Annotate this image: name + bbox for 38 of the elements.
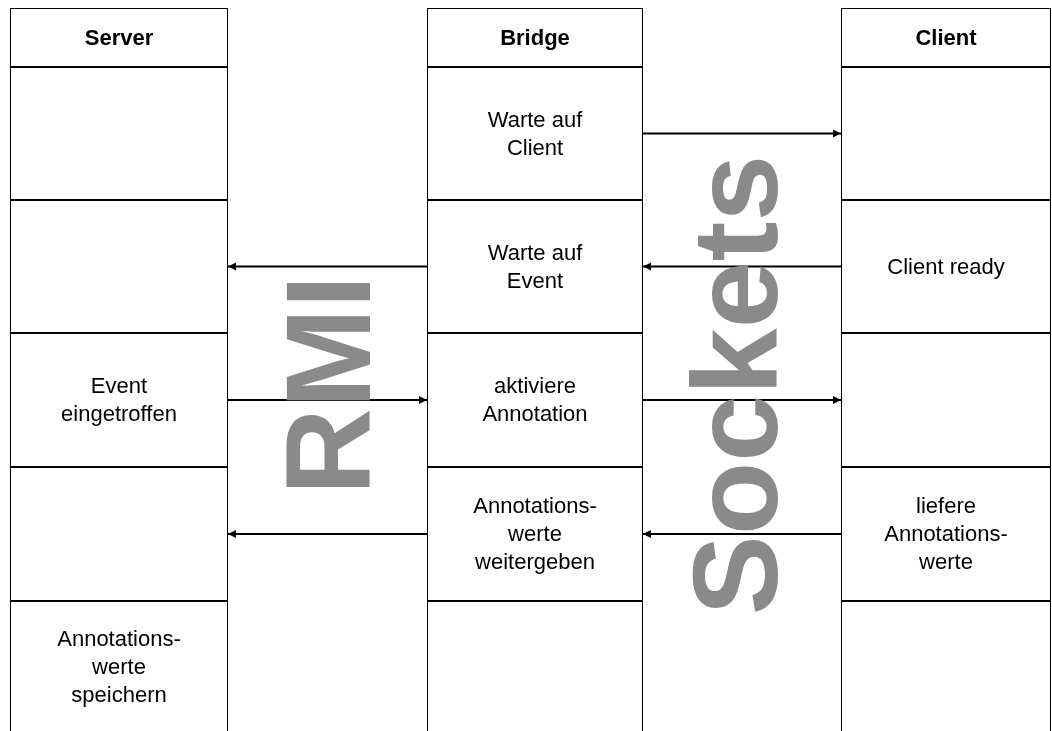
header-text: Bridge	[499, 23, 571, 52]
step-text: Annotations- werte speichern	[56, 624, 182, 709]
lane-header	[10, 8, 228, 67]
arrow	[227, 530, 428, 538]
lane-header	[841, 8, 1051, 67]
lane-cell	[841, 200, 1051, 333]
lane-cell	[427, 200, 643, 333]
lane-cell	[427, 333, 643, 467]
step-text: liefere Annotations- werte	[883, 492, 1009, 576]
arrow	[642, 129, 842, 138]
lane-cell	[10, 467, 228, 601]
arrow	[642, 262, 842, 271]
header-text: Server	[83, 23, 155, 52]
arrow	[642, 530, 842, 538]
step-text: Event eingetroffen	[60, 372, 178, 428]
step-text: Annotations- werte weitergeben	[472, 492, 598, 576]
arrow	[227, 396, 428, 404]
protocol-label: Sockets	[675, 154, 796, 616]
arrow	[642, 396, 842, 404]
lane-header	[427, 8, 643, 67]
lane-cell	[10, 333, 228, 467]
lane-cell	[841, 601, 1051, 731]
step-text: Client ready	[886, 252, 1006, 281]
lane-cell	[841, 467, 1051, 601]
arrow	[227, 262, 428, 271]
lane-cell	[841, 333, 1051, 467]
lane-cell	[427, 601, 643, 731]
lane-cell	[10, 67, 228, 200]
lane-cell	[841, 67, 1051, 200]
step-text: aktiviere Annotation	[481, 372, 589, 428]
lane-cell	[427, 467, 643, 601]
protocol-label: RMI	[268, 275, 388, 495]
step-text: Warte auf Client	[486, 105, 584, 162]
step-text: Warte auf Event	[486, 238, 584, 295]
lane-cell	[10, 601, 228, 731]
lane-cell	[10, 200, 228, 333]
lane-cell	[427, 67, 643, 200]
header-text: Client	[914, 23, 978, 52]
